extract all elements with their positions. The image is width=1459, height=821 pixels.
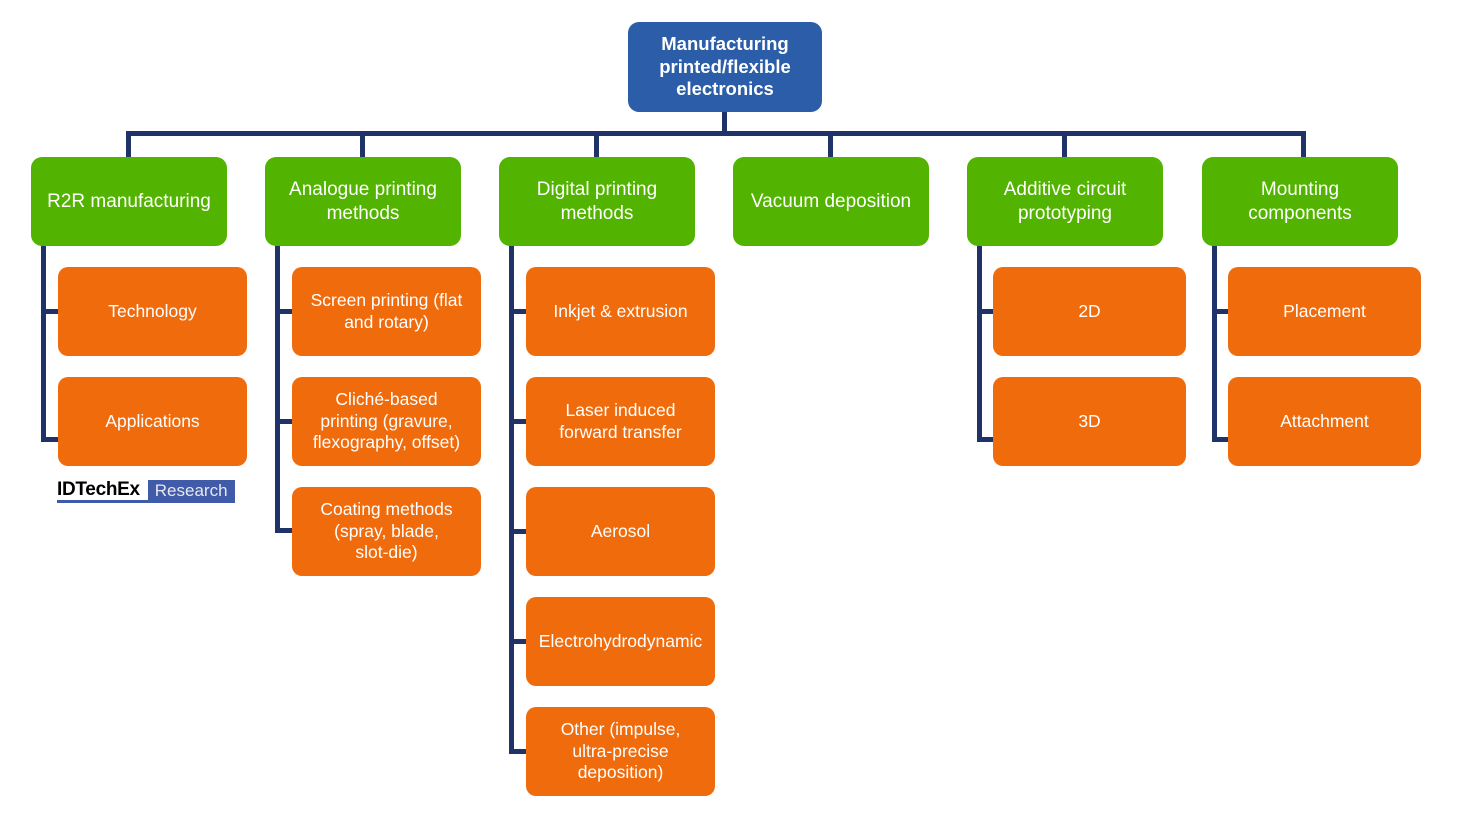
node-category-analogue-printing[interactable]: Analogue printing methods	[265, 157, 461, 246]
node-leaf-cliche-based-printing[interactable]: Cliché-based printing (gravure, flexogra…	[292, 377, 481, 466]
connector-drop-additive	[1062, 131, 1067, 158]
node-root-label: Manufacturing printed/flexible electroni…	[636, 33, 814, 101]
connector-drop-digital	[594, 131, 599, 158]
node-leaf-coating-methods[interactable]: Coating methods (spray, blade, slot-die)	[292, 487, 481, 576]
node-category-digital-printing[interactable]: Digital printing methods	[499, 157, 695, 246]
node-leaf-technology[interactable]: Technology	[58, 267, 247, 356]
connector-stub-attachment	[1212, 437, 1232, 442]
node-root-line-3: electronics	[676, 78, 774, 100]
node-leaf-2d-label: 2D	[1078, 300, 1101, 321]
node-leaf-other-impulse[interactable]: Other (impulse, ultra-precise deposition…	[526, 707, 715, 796]
node-leaf-screen-printing-label: Screen printing (flat and rotary)	[310, 290, 463, 332]
connector-stub-coating-methods	[275, 528, 295, 533]
node-category-additive-label: Additive circuit prototyping	[975, 178, 1155, 224]
connector-stub-screen-printing	[275, 309, 295, 314]
node-leaf-placement[interactable]: Placement	[1228, 267, 1421, 356]
node-category-additive-circuit-prototyping[interactable]: Additive circuit prototyping	[967, 157, 1163, 246]
node-category-mounting-line-1: Mounting	[1260, 179, 1340, 201]
node-leaf-inkjet-label: Inkjet & extrusion	[553, 300, 688, 321]
node-leaf-aerosol-label: Aerosol	[590, 520, 651, 541]
idtechex-wordmark: IDTechEx	[57, 480, 148, 503]
connector-stub-placement	[1212, 309, 1232, 314]
connector-stub-3d	[977, 437, 997, 442]
node-leaf-attachment[interactable]: Attachment	[1228, 377, 1421, 466]
node-leaf-technology-label: Technology	[108, 300, 197, 321]
node-category-additive-line-2: prototyping	[1017, 202, 1112, 224]
connector-trunk-digital	[509, 232, 514, 753]
node-leaf-aerosol[interactable]: Aerosol	[526, 487, 715, 576]
node-category-analogue-label: Analogue printing methods	[273, 178, 453, 224]
connector-stub-applications	[41, 437, 61, 442]
node-category-analogue-line-2: methods	[326, 202, 400, 224]
node-leaf-3d-label: 3D	[1078, 410, 1101, 431]
node-category-mounting-components[interactable]: Mounting components	[1202, 157, 1398, 246]
connector-main-bus	[126, 131, 1306, 136]
connector-trunk-r2r	[41, 232, 46, 442]
node-leaf-placement-label: Placement	[1283, 300, 1366, 321]
node-category-r2r-line-1: R2R manufacturing	[47, 190, 211, 212]
node-category-r2r-label: R2R manufacturing	[39, 190, 219, 213]
node-leaf-laser-induced-forward-transfer[interactable]: Laser induced forward transfer	[526, 377, 715, 466]
node-leaf-coating-label: Coating methods (spray, blade, slot-die)	[320, 499, 453, 563]
connector-trunk-mounting	[1212, 232, 1217, 442]
connector-stub-ehd	[509, 639, 529, 644]
node-leaf-2d[interactable]: 2D	[993, 267, 1186, 356]
connector-drop-vacuum	[828, 131, 833, 158]
connector-drop-mounting	[1301, 131, 1306, 158]
node-leaf-lift-label: Laser induced forward transfer	[559, 400, 682, 442]
node-category-digital-line-1: Digital printing	[536, 179, 658, 201]
connector-stub-inkjet	[509, 309, 529, 314]
node-leaf-cliche-label: Cliché-based printing (gravure, flexogra…	[312, 389, 461, 453]
node-leaf-ehd-label: Electrohydrodynamic	[538, 630, 703, 651]
node-leaf-screen-printing[interactable]: Screen printing (flat and rotary)	[292, 267, 481, 356]
node-leaf-applications-label: Applications	[105, 410, 200, 431]
node-category-analogue-line-1: Analogue printing	[289, 179, 437, 201]
node-leaf-electrohydrodynamic[interactable]: Electrohydrodynamic	[526, 597, 715, 686]
connector-drop-r2r	[126, 131, 131, 158]
connector-stub-lift	[509, 419, 529, 424]
node-category-vacuum-line-1: Vacuum deposition	[750, 190, 912, 212]
connector-root-stem	[722, 110, 727, 135]
node-leaf-applications[interactable]: Applications	[58, 377, 247, 466]
node-leaf-other-label: Other (impulse, ultra-precise deposition…	[560, 719, 681, 783]
connector-stub-technology	[41, 309, 61, 314]
node-leaf-attachment-label: Attachment	[1280, 410, 1369, 431]
node-root-manufacturing[interactable]: Manufacturing printed/flexible electroni…	[628, 22, 822, 112]
node-category-mounting-label: Mounting components	[1210, 178, 1390, 224]
connector-stub-other	[509, 749, 529, 754]
node-leaf-inkjet-extrusion[interactable]: Inkjet & extrusion	[526, 267, 715, 356]
node-category-vacuum-deposition[interactable]: Vacuum deposition	[733, 157, 929, 246]
node-category-digital-line-2: methods	[560, 202, 634, 224]
node-category-r2r-manufacturing[interactable]: R2R manufacturing	[31, 157, 227, 246]
connector-trunk-additive	[977, 232, 982, 442]
research-badge: Research	[147, 480, 235, 503]
node-category-vacuum-label: Vacuum deposition	[741, 190, 921, 213]
node-root-line-1: Manufacturing	[661, 33, 789, 55]
node-category-additive-line-1: Additive circuit	[1003, 179, 1127, 201]
connector-drop-analogue	[360, 131, 365, 158]
connector-stub-aerosol	[509, 529, 529, 534]
node-category-digital-label: Digital printing methods	[507, 178, 687, 224]
node-leaf-3d[interactable]: 3D	[993, 377, 1186, 466]
connector-stub-cliche-printing	[275, 419, 295, 424]
idtechex-research-logo: IDTechEx Research	[57, 480, 235, 503]
node-category-mounting-line-2: components	[1248, 202, 1352, 224]
node-root-line-2: printed/flexible	[659, 55, 791, 77]
connector-stub-2d	[977, 309, 997, 314]
connector-trunk-analogue	[275, 232, 280, 532]
